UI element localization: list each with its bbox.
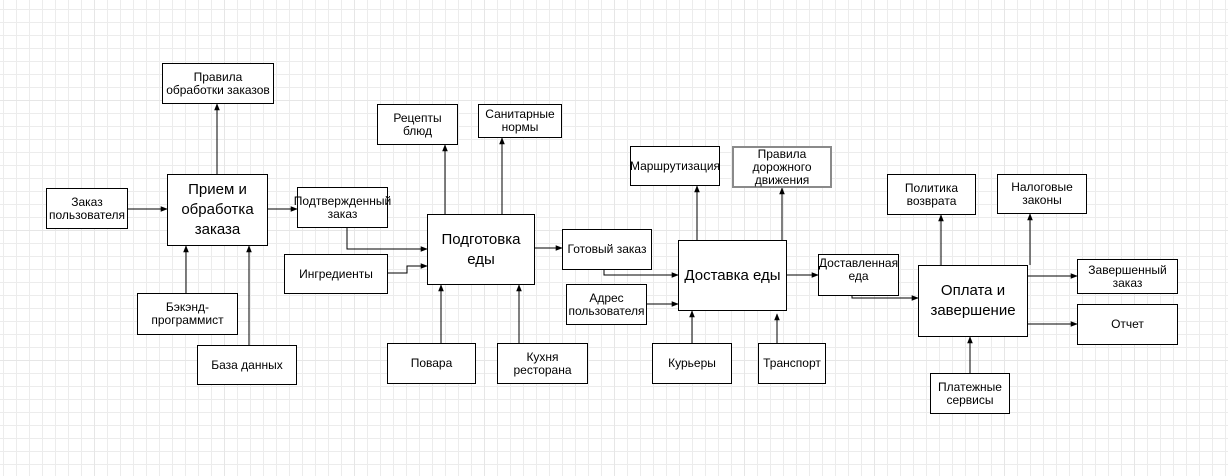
couriers-box[interactable]: Курьеры [652,343,732,384]
edge-ingredients-to-cooking [388,263,428,274]
recipes-box[interactable]: Рецепты блюд [377,104,458,145]
order-rules-box[interactable]: Правила обработки заказов [162,63,274,104]
routing-box[interactable]: Маршрутизация [630,146,720,186]
database-box[interactable]: База данных [197,345,297,385]
ready-order-box[interactable]: Готовый заказ [562,229,652,270]
confirmed-order-box[interactable]: Подтвержденный заказ [294,187,391,228]
payment-services-box[interactable]: Платежные сервисы [930,373,1010,414]
edge-delivered-to-payment [851,295,919,301]
completed-order-box[interactable]: Завершенный заказ [1077,259,1178,294]
transport-box[interactable]: Транспорт [758,343,826,384]
ingredients-box[interactable]: Ингредиенты [284,254,388,294]
backend-developer-box[interactable]: Бэкэнд- программист [137,293,238,335]
food-delivery-box[interactable]: Доставка еды [678,240,787,311]
restaurant-kitchen-box[interactable]: Кухня ресторана [497,343,588,384]
refund-policy-box[interactable]: Политика возврата [887,174,976,215]
edge-ready-to-delivery [603,270,679,278]
order-intake-box[interactable]: Прием и обработка заказа [167,174,268,246]
report-box[interactable]: Отчет [1077,304,1178,345]
order-input-box[interactable]: Заказ пользователя [46,188,128,229]
edge-confirmed-to-cooking [346,228,428,252]
sanitary-norms-box[interactable]: Санитарные нормы [478,104,562,138]
payment-completion-box[interactable]: Оплата и завершение [918,265,1028,337]
tax-laws-box[interactable]: Налоговые законы [997,174,1087,214]
cooks-box[interactable]: Повара [387,343,476,384]
delivered-food-box[interactable]: Доставленная еда [818,254,899,296]
user-address-box[interactable]: Адрес пользователя [566,284,647,325]
food-preparation-box[interactable]: Подготовка еды [427,214,535,285]
traffic-rules-box[interactable]: Правила дорожного движения [732,146,832,188]
